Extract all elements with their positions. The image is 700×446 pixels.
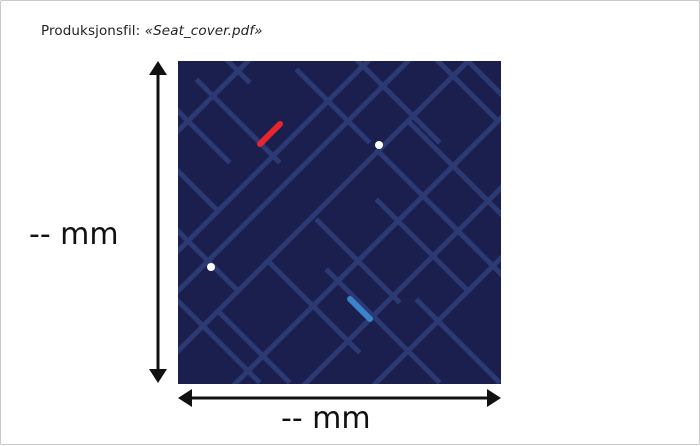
production-file-prefix: Produksjonsfil:: [41, 23, 145, 39]
height-arrow-top-head: [149, 61, 167, 75]
width-arrow-left-head: [178, 389, 192, 407]
seat-cover-artwork: [178, 61, 501, 384]
artwork-pattern: [178, 61, 501, 384]
width-arrow-right-head: [487, 389, 501, 407]
height-arrow-bottom-head: [149, 369, 167, 383]
width-dimension-label: -- mm: [281, 401, 371, 436]
production-file-name: «Seat_cover.pdf»: [144, 23, 263, 39]
production-file-label: Produksjonsfil: «Seat_cover.pdf»: [41, 23, 263, 39]
street-grid-pattern: [178, 61, 501, 384]
height-dimension-label: -- mm: [29, 217, 119, 252]
white-dot-marker: [375, 141, 383, 149]
blue-marker: [347, 296, 373, 322]
red-marker: [257, 121, 283, 147]
white-dot-marker: [207, 263, 215, 271]
